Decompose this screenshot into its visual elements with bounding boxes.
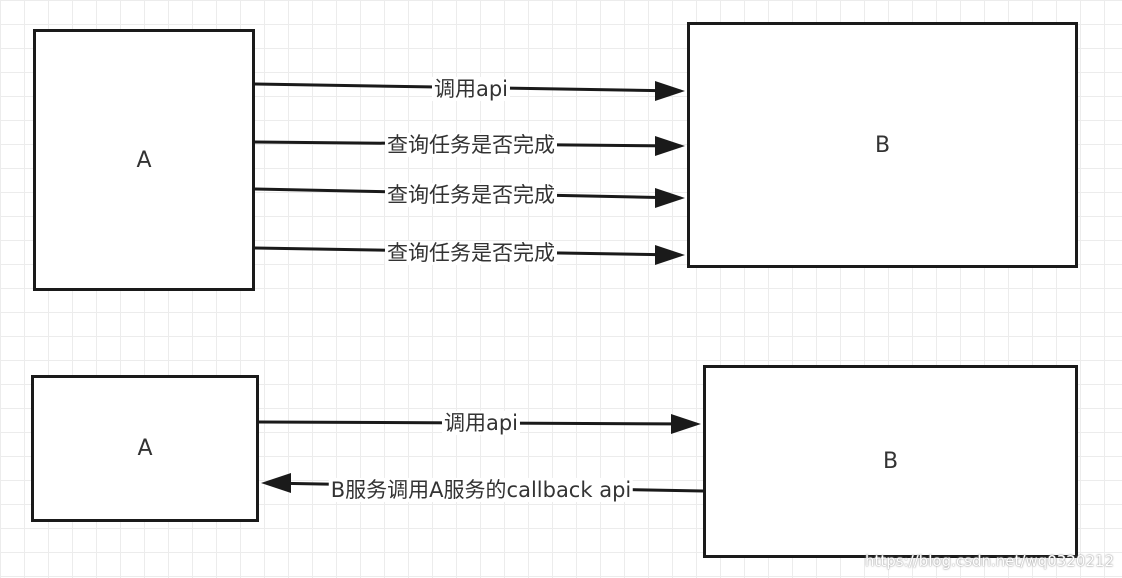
node-b-top-label: B [874, 132, 891, 158]
edge-label-query-3: 查询任务是否完成 [385, 240, 557, 266]
edge-call-api-arrowhead [655, 81, 685, 101]
edge-label-call-api: 调用api [431, 76, 511, 102]
edge-label-call-api-2: 调用api [441, 410, 521, 436]
node-b-bottom-label: B [882, 449, 899, 474]
node-a-bottom: A [31, 375, 259, 522]
edge-query-1-arrowhead [655, 136, 685, 156]
edge-label-callback: B服务调用A服务的callback api [328, 477, 634, 503]
node-a-bottom-label: A [137, 436, 153, 461]
edge-query-2-arrowhead [655, 188, 685, 208]
node-a-top-label: A [136, 147, 152, 173]
edge-callback-arrowhead [261, 473, 291, 493]
watermark: https://blog.csdn.net/wq0320212 [864, 552, 1114, 570]
node-b-bottom: B [703, 365, 1078, 558]
edge-query-3-arrowhead [655, 245, 685, 265]
node-a-top: A [33, 29, 255, 291]
edge-label-query-1: 查询任务是否完成 [385, 132, 557, 158]
edge-label-query-2: 查询任务是否完成 [385, 182, 557, 208]
node-b-top: B [687, 22, 1078, 268]
edge-call-api-2-arrowhead [671, 414, 701, 434]
